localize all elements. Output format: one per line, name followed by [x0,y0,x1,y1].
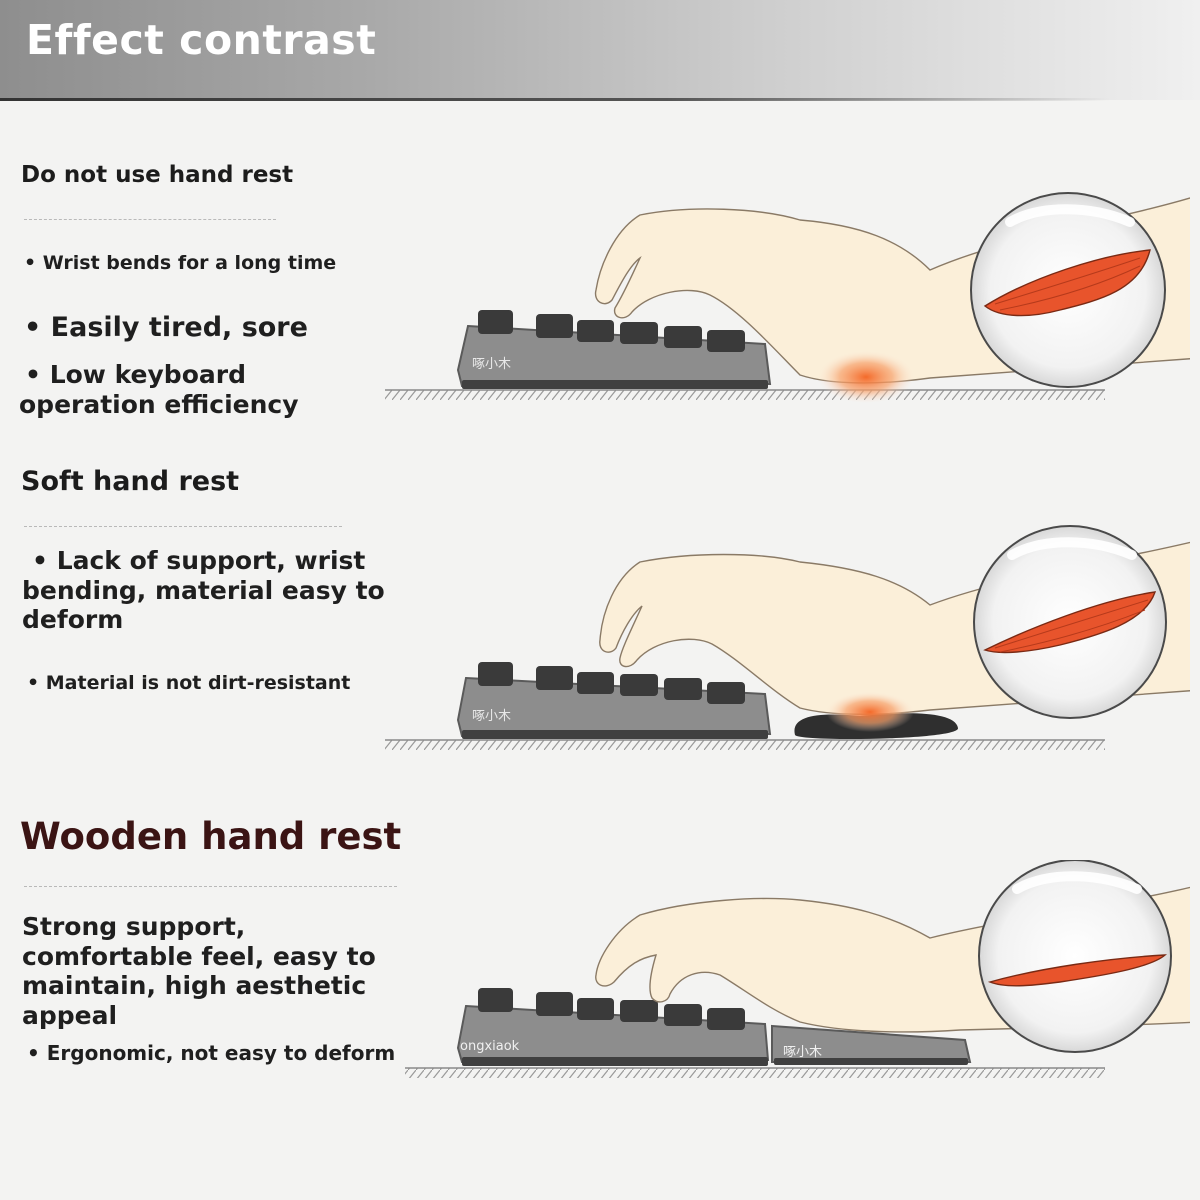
point-low-efficiency: Low keyboard operation efficiency [19,360,379,419]
section-title-no-rest: Do not use hand rest [21,162,294,188]
svg-text:ongxiaok: ongxiaok [460,1039,520,1054]
section-title-wooden-rest: Wooden hand rest [20,815,402,858]
muscle-relaxed [987,954,1168,987]
page-title: Effect contrast [26,16,377,64]
point-text: Ergonomic, not easy to deform [27,1041,395,1065]
keyboard: 啄小木 [456,310,772,389]
header-underline [0,98,1110,101]
svg-text:啄小木: 啄小木 [472,709,511,724]
muscle-strained [983,249,1151,317]
point-text: Material is not dirt-resistant [27,672,350,694]
point-text: Strong support, comfortable feel, easy t… [22,912,376,1030]
pressure-spot [818,351,914,403]
wooden-rest: 啄小木 [771,1024,972,1065]
keyboard: 啄小木 [456,662,772,739]
pressure-spot [826,692,914,732]
soft-rest-illustration: 啄小木 [385,525,1190,750]
section-divider [24,886,397,887]
section-divider [24,219,276,220]
point-ergonomic: Ergonomic, not easy to deform [27,1041,395,1066]
point-strong-support: Strong support, comfortable feel, easy t… [22,912,422,1030]
desk-surface [385,390,1105,400]
desk-surface [405,1068,1105,1078]
keyboard: ongxiaok [456,988,770,1066]
no-rest-illustration: 啄小木 [385,192,1190,403]
point-wrist-bends: Wrist bends for a long time [24,252,336,274]
section-divider [24,526,342,527]
magnifier [978,860,1172,1053]
svg-text:啄小木: 啄小木 [783,1045,822,1060]
header-banner [0,0,1200,100]
point-tired: Easily tired, sore [24,312,308,344]
wooden-rest-illustration: ongxiaok 啄小木 [405,860,1190,1078]
svg-text:啄小木: 啄小木 [472,357,511,372]
point-text: Wrist bends for a long time [24,252,336,274]
point-not-dirt-resistant: Material is not dirt-resistant [27,672,350,694]
section-title-soft-rest: Soft hand rest [21,466,240,497]
point-text: Low keyboard operation efficiency [19,360,299,419]
point-text: Lack of support, wrist bending, material… [22,546,385,634]
point-lack-support: Lack of support, wrist bending, material… [22,546,392,635]
point-text: Easily tired, sore [24,312,308,343]
desk-surface [385,740,1105,750]
